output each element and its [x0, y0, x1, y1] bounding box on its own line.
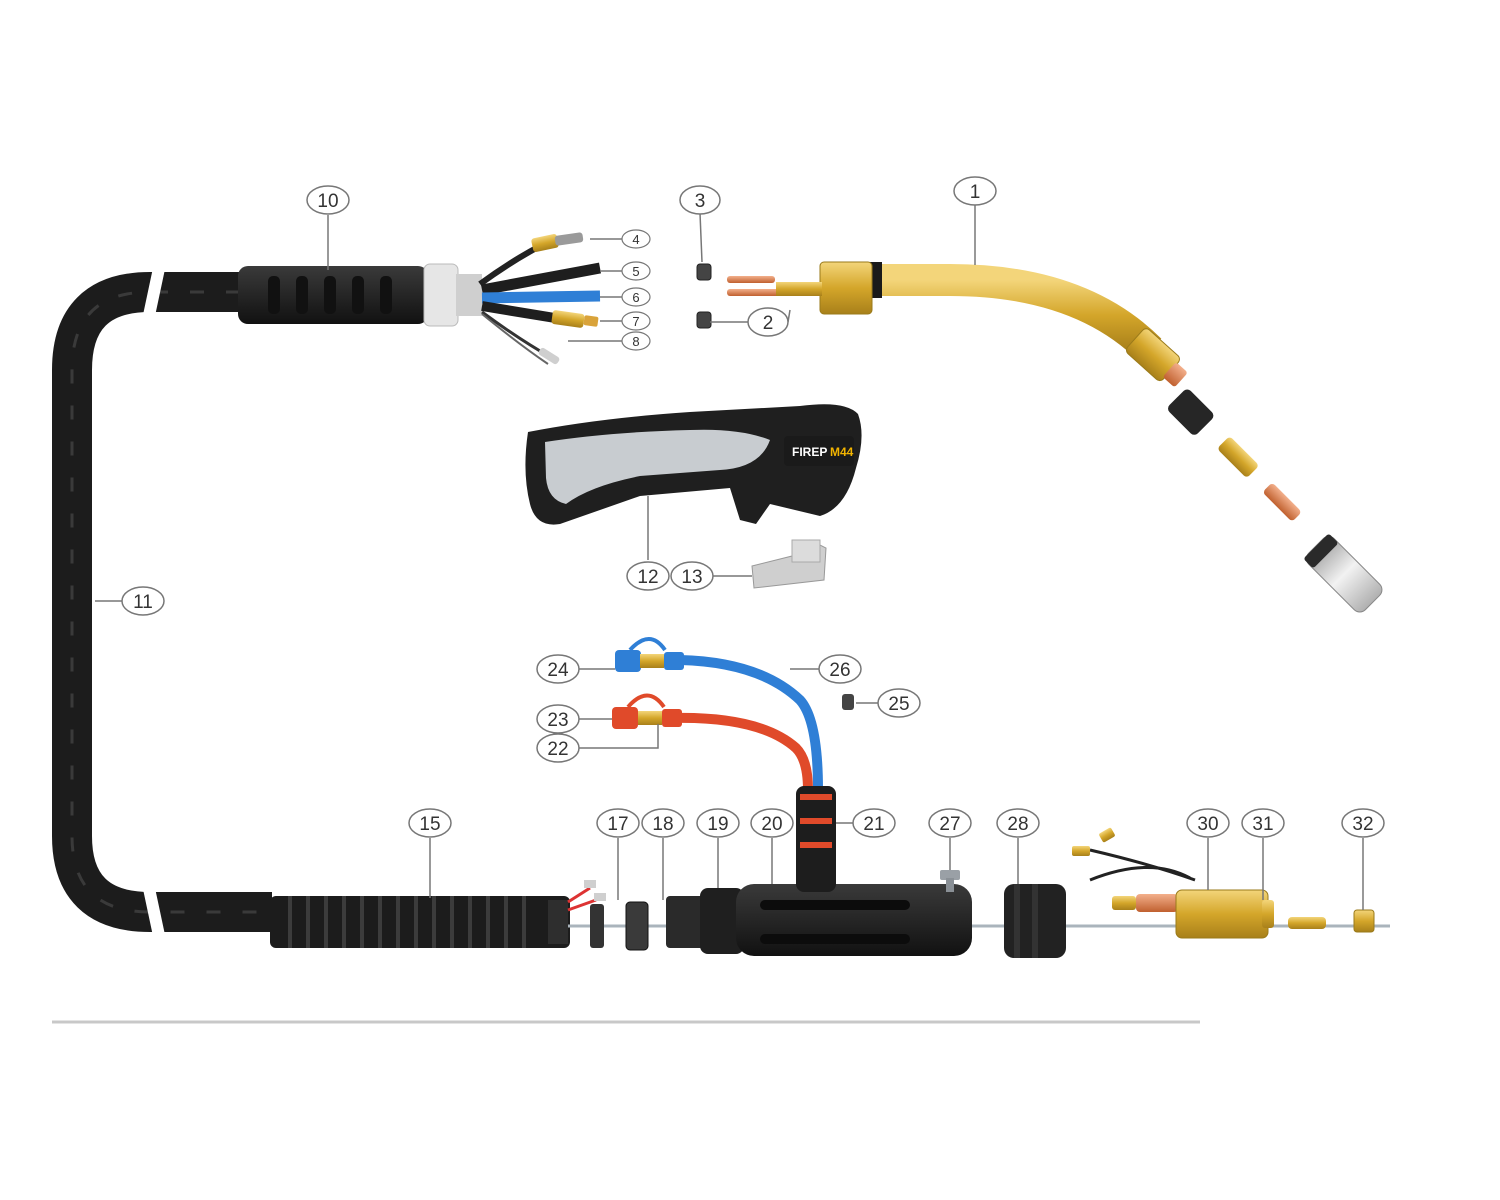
handle-grip: FIREP M44	[525, 404, 862, 525]
part-label-26: 26	[818, 654, 862, 684]
part-label-18: 18	[641, 808, 685, 838]
trigger-switch	[751, 539, 827, 589]
part-number: 11	[133, 592, 153, 613]
part-label-23: 23	[536, 704, 580, 734]
part-number: 24	[547, 660, 569, 681]
part-label-5: 5	[621, 261, 651, 281]
part-number: 21	[863, 814, 884, 835]
part-number: 25	[888, 694, 909, 715]
part-number: 17	[607, 814, 628, 835]
part-label-10: 10	[306, 185, 350, 215]
part-number: 5	[632, 264, 639, 279]
part-label-13: 13	[670, 561, 714, 591]
part-number: 28	[1007, 814, 1028, 835]
part-label-21: 21	[852, 808, 896, 838]
part-number: 30	[1197, 814, 1218, 835]
part-label-32: 32	[1341, 808, 1385, 838]
part-number: 1	[970, 182, 981, 203]
part-number: 22	[547, 739, 568, 760]
part-number: 8	[632, 334, 639, 349]
part-label-27: 27	[928, 808, 972, 838]
part-label-15: 15	[408, 808, 452, 838]
part-number: 7	[632, 314, 639, 329]
part-label-1: 1	[953, 176, 997, 206]
part-label-25: 25	[877, 688, 921, 718]
part-number: 32	[1352, 814, 1373, 835]
brand-model: M44	[830, 445, 854, 459]
part-number: 31	[1252, 814, 1273, 835]
part-label-24: 24	[536, 654, 580, 684]
part-number: 4	[632, 232, 639, 247]
part-label-28: 28	[996, 808, 1040, 838]
part-number: 20	[761, 814, 782, 835]
part-number: 10	[317, 191, 338, 212]
part-label-22: 22	[536, 733, 580, 763]
internal-lines	[478, 232, 602, 365]
part-label-31: 31	[1241, 808, 1285, 838]
part-label-30: 30	[1186, 808, 1230, 838]
part-label-8: 8	[621, 331, 651, 351]
part-number: 2	[763, 313, 774, 334]
part-number: 19	[707, 814, 728, 835]
cable-sleeve-front	[238, 263, 482, 327]
part-number: 12	[637, 567, 658, 588]
part-number: 18	[652, 814, 673, 835]
part-label-6: 6	[621, 287, 651, 307]
front-consumables	[1168, 389, 1383, 613]
rear-assembly	[270, 786, 1390, 958]
part-label-17: 17	[596, 808, 640, 838]
part-label-3: 3	[679, 185, 721, 215]
main-cable	[52, 267, 272, 937]
part-number: 13	[681, 567, 702, 588]
part-number: 6	[632, 290, 639, 305]
swan-neck	[727, 261, 1187, 387]
part-label-2: 2	[747, 307, 789, 337]
part-label-20: 20	[750, 808, 794, 838]
part-label-4: 4	[621, 229, 651, 249]
coolant-hoses	[612, 637, 854, 791]
part-number: 23	[547, 710, 568, 731]
part-number: 15	[419, 814, 440, 835]
part-label-19: 19	[696, 808, 740, 838]
brand-name: FIREP	[792, 445, 827, 459]
part-number: 26	[829, 660, 850, 681]
callouts	[95, 205, 1364, 910]
part-label-12: 12	[626, 561, 670, 591]
part-label-7: 7	[621, 311, 651, 331]
part-label-11: 11	[121, 586, 165, 616]
o-rings	[696, 263, 712, 329]
part-number: 3	[695, 191, 706, 212]
part-number: 27	[939, 814, 960, 835]
